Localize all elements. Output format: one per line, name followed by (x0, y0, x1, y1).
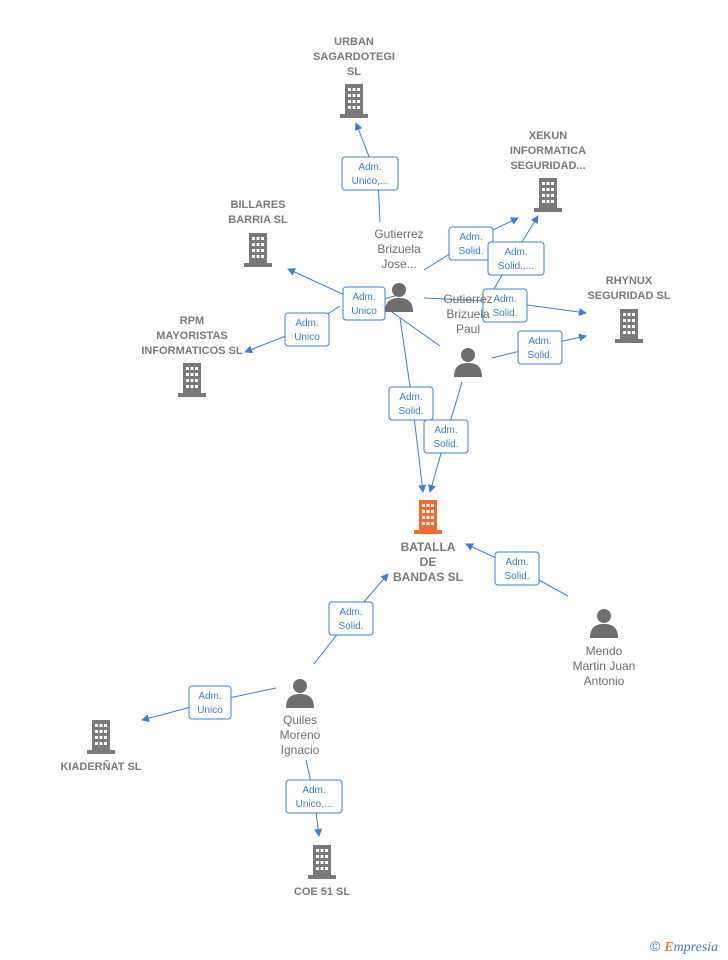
relation-text: Adm. (358, 162, 381, 173)
relation-text: Unico (294, 332, 320, 343)
footer-brand: © Empresia (650, 938, 718, 956)
company-label: SAGARDOTEGI (313, 51, 395, 63)
relation-label-r1[interactable]: Adm. Unico,... (341, 156, 399, 191)
edge-jose-paul (391, 311, 441, 347)
relation-text: Solid. (492, 308, 517, 319)
person-label: Antonio (584, 674, 625, 688)
company-label: SL (347, 66, 361, 78)
relation-text: Unico,... (296, 799, 333, 810)
company-node-xekun[interactable]: XEKUN INFORMATICA SEGURIDAD... (510, 130, 586, 212)
person-icon (454, 348, 482, 377)
building-icon (414, 500, 442, 534)
person-label: Brizuela (377, 242, 421, 256)
relation-label-r9[interactable]: Adm. Solid. (423, 419, 469, 454)
copyright-icon: © (650, 938, 661, 954)
relation-label-r7[interactable]: Adm. Solid. (517, 330, 563, 365)
company-label: RHYNUX (606, 275, 653, 287)
relation-text: Adm. (295, 318, 318, 329)
person-label: Moreno (280, 728, 321, 742)
relation-text: Adm. (198, 691, 221, 702)
relation-label-r12[interactable]: Adm. Unico (188, 685, 232, 720)
company-label: BATALLA (401, 540, 456, 554)
company-node-rhynux[interactable]: RHYNUX SEGURIDAD SL (587, 275, 671, 343)
relation-text: Adm. (504, 247, 527, 258)
relation-text: Solid. (433, 439, 458, 450)
building-icon (534, 178, 562, 212)
person-label: Mendo (586, 644, 623, 658)
company-label: SEGURIDAD... (510, 160, 585, 172)
company-node-urban[interactable]: URBAN SAGARDOTEGI SL (313, 36, 395, 118)
relation-text: Solid. (338, 621, 363, 632)
company-node-kiadernat[interactable]: KIADERÑAT SL (60, 720, 142, 773)
person-label: Gutierrez (374, 227, 423, 241)
relation-text: Solid. (458, 246, 483, 257)
company-node-coe51[interactable]: COE 51 SL (294, 845, 351, 898)
edges (141, 122, 587, 837)
relation-text: Adm. (339, 607, 362, 618)
company-label: RPM (180, 315, 204, 327)
company-node-billares[interactable]: BILLARES BARRIA SL (228, 199, 288, 267)
relation-text: Solid.,... (498, 261, 534, 272)
relation-text: Adm. (302, 785, 325, 796)
relation-text: Adm. (505, 557, 528, 568)
company-label: SEGURIDAD SL (587, 290, 670, 302)
building-icon (244, 233, 272, 267)
company-label: COE 51 SL (294, 886, 351, 898)
person-node-gutierrez_jose[interactable]: GutierrezBrizuelaJose... (374, 227, 424, 312)
company-label: INFORMATICOS SL (141, 345, 243, 357)
relation-label-r2[interactable]: Adm. Solid. (448, 226, 494, 261)
relation-text: Unico (351, 306, 377, 317)
relation-text: Unico (197, 705, 223, 716)
company-label: XEKUN (529, 130, 568, 142)
relation-text: Adm. (528, 336, 551, 347)
relation-text: Adm. (459, 232, 482, 243)
person-icon (590, 609, 618, 638)
company-label: MAYORISTAS (156, 330, 228, 342)
relation-label-r3[interactable]: Adm. Solid.,... (487, 241, 545, 276)
empresia-logo: Empresia (664, 940, 719, 955)
building-icon (340, 84, 368, 118)
person-icon (286, 679, 314, 708)
relation-text: Adm. (493, 294, 516, 305)
relation-text: Adm. (352, 292, 375, 303)
relation-text: Solid. (398, 406, 423, 417)
relation-label-r4[interactable]: Adm. Unico (342, 286, 386, 321)
relation-label-r10[interactable]: Adm. Solid. (494, 551, 540, 586)
person-label: Paul (456, 322, 480, 336)
company-label: INFORMATICA (510, 145, 586, 157)
relation-text: Solid. (504, 571, 529, 582)
relation-label-r6[interactable]: Adm. Unico (284, 312, 330, 347)
relation-text: Adm. (399, 392, 422, 403)
company-label: DE (420, 555, 437, 569)
company-label: URBAN (334, 36, 374, 48)
building-icon (87, 720, 115, 754)
relation-label-r11[interactable]: Adm. Solid. (328, 601, 374, 636)
relation-label-r8[interactable]: Adm. Solid. (388, 386, 434, 421)
company-label: KIADERÑAT SL (60, 760, 141, 773)
person-label: Brizuela (446, 307, 490, 321)
company-label: BILLARES (231, 199, 286, 211)
relation-label-r13[interactable]: Adm. Unico,... (285, 779, 343, 814)
building-icon (178, 363, 206, 397)
relation-label-r5[interactable]: Adm. Solid. (482, 288, 528, 323)
company-label: BARRIA SL (228, 214, 288, 226)
relation-text: Adm. (434, 425, 457, 436)
person-label: Jose... (381, 257, 416, 271)
relation-text: Solid. (527, 350, 552, 361)
building-icon (308, 845, 336, 879)
person-label: Quiles (283, 713, 317, 727)
person-label: Gutierrez (443, 292, 492, 306)
relation-text: Unico,... (352, 176, 389, 187)
company-node-rpm[interactable]: RPM MAYORISTAS INFORMATICOS SL (141, 315, 243, 397)
person-label: Ignacio (281, 743, 320, 757)
person-label: Martin Juan (573, 659, 636, 673)
building-icon (615, 309, 643, 343)
company-label: BANDAS SL (393, 570, 463, 584)
